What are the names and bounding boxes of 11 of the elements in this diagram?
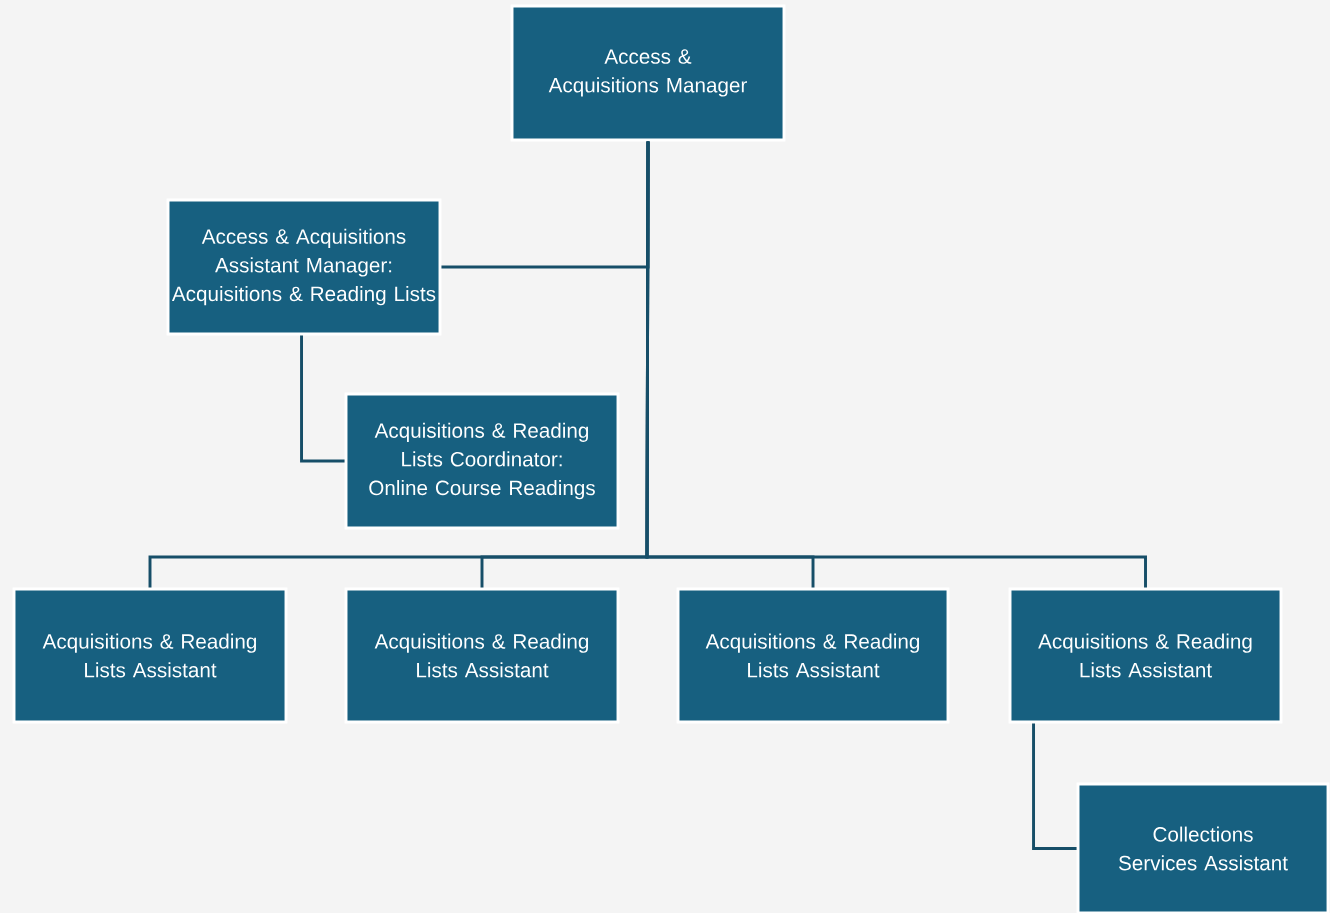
org-box: Access & Acquisitions Assistant Manager: Acquisitions & Reading Lists [166, 198, 442, 336]
connector-line [645, 141, 1147, 588]
org-box: Acquisitions & Reading Lists Coordinator: Online Course Readings [344, 392, 620, 530]
org-box: Acquisitions & Reading Lists Assistant [12, 587, 288, 724]
org-box: Acquisitions & Reading Lists Assistant [344, 587, 620, 724]
connector-line [1032, 723, 1077, 850]
org-box: Acquisitions & Reading Lists Assistant [1008, 587, 1283, 724]
org-box: Collections Services Assistant [1076, 782, 1330, 913]
org-box: Acquisitions & Reading Lists Assistant [676, 587, 950, 724]
connector-line [300, 335, 345, 463]
org-box: Access & Acquisitions Manager [510, 4, 786, 142]
